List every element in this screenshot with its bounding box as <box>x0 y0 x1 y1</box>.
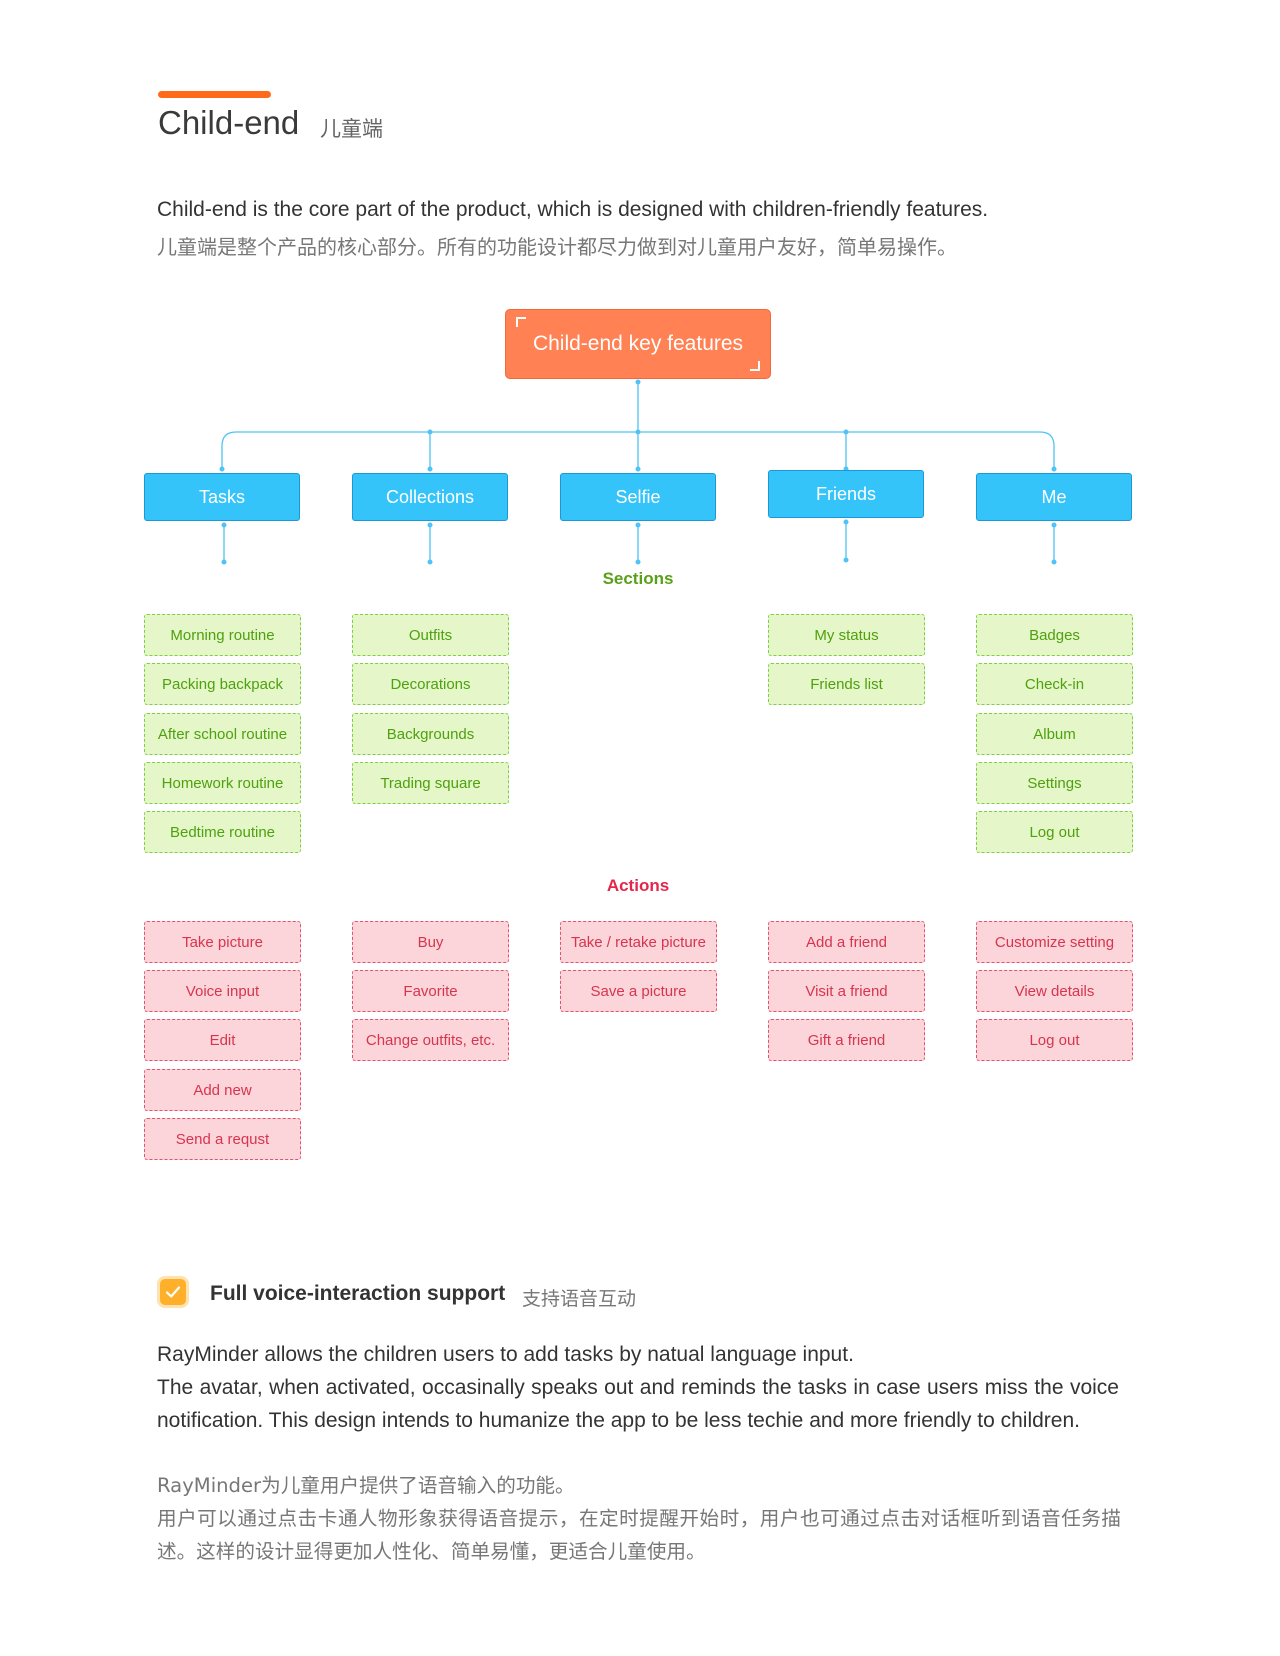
action-item: Visit a friend <box>768 970 925 1012</box>
feature-paragraph: The avatar, when activated, occasinally … <box>157 1376 1119 1432</box>
feature-description-cn: RayMinder为儿童用户提供了语音输入的功能。 用户可以通过点击卡通人物形象… <box>157 1469 1121 1568</box>
page-title: Child-end <box>158 104 300 141</box>
check-icon <box>157 1276 189 1308</box>
feature-title: Full voice-interaction support <box>210 1282 506 1305</box>
section-item: Morning routine <box>144 614 301 656</box>
corner-bracket-icon <box>516 317 526 327</box>
section-item: Friends list <box>768 663 925 705</box>
section-item: Log out <box>976 811 1133 853</box>
action-item: Send a requst <box>144 1118 301 1160</box>
action-item: View details <box>976 970 1133 1012</box>
section-item: Outfits <box>352 614 509 656</box>
action-item: Add new <box>144 1069 301 1111</box>
action-item: Add a friend <box>768 921 925 963</box>
category-friends: Friends <box>768 470 924 518</box>
section-item: Trading square <box>352 762 509 804</box>
action-item: Edit <box>144 1019 301 1061</box>
title-accent-bar <box>158 91 271 98</box>
action-item: Take / retake picture <box>560 921 717 963</box>
category-selfie: Selfie <box>560 473 716 521</box>
check-mark-icon <box>165 1286 181 1298</box>
section-item: Backgrounds <box>352 713 509 755</box>
section-item: Decorations <box>352 663 509 705</box>
section-item: Packing backpack <box>144 663 301 705</box>
category-tasks: Tasks <box>144 473 300 521</box>
action-item: Log out <box>976 1019 1133 1061</box>
section-item: Settings <box>976 762 1133 804</box>
feature-paragraph-cn: RayMinder为儿童用户提供了语音输入的功能。 <box>157 1474 575 1497</box>
intro-text-en: Child-end is the core part of the produc… <box>157 198 989 221</box>
root-node-label: Child-end key features <box>532 332 744 355</box>
feature-description-en: RayMinder allows the children users to a… <box>157 1338 1119 1437</box>
action-item: Gift a friend <box>768 1019 925 1061</box>
section-item: Homework routine <box>144 762 301 804</box>
feature-paragraph-cn: 用户可以通过点击卡通人物形象获得语音提示，在定时提醒开始时，用户也可通过点击对话… <box>157 1507 1121 1563</box>
action-item: Voice input <box>144 970 301 1012</box>
action-item: Customize setting <box>976 921 1133 963</box>
section-item: Album <box>976 713 1133 755</box>
action-item: Save a picture <box>560 970 717 1012</box>
actions-label: Actions <box>606 876 670 895</box>
page-title-cn: 儿童端 <box>320 117 383 141</box>
section-item: Badges <box>976 614 1133 656</box>
root-node: Child-end key features <box>505 309 771 379</box>
feature-title-cn: 支持语音互动 <box>522 1288 637 1310</box>
section-item: Check-in <box>976 663 1133 705</box>
action-item: Buy <box>352 921 509 963</box>
section-item: After school routine <box>144 713 301 755</box>
sections-label: Sections <box>602 569 674 588</box>
intro-text-cn: 儿童端是整个产品的核心部分。所有的功能设计都尽力做到对儿童用户友好，简单易操作。 <box>157 235 957 259</box>
corner-bracket-icon <box>750 361 760 371</box>
category-me: Me <box>976 473 1132 521</box>
section-item: My status <box>768 614 925 656</box>
action-item: Favorite <box>352 970 509 1012</box>
action-item: Take picture <box>144 921 301 963</box>
section-item: Bedtime routine <box>144 811 301 853</box>
feature-paragraph: RayMinder allows the children users to a… <box>157 1343 854 1366</box>
action-item: Change outfits, etc. <box>352 1019 509 1061</box>
category-collections: Collections <box>352 473 508 521</box>
